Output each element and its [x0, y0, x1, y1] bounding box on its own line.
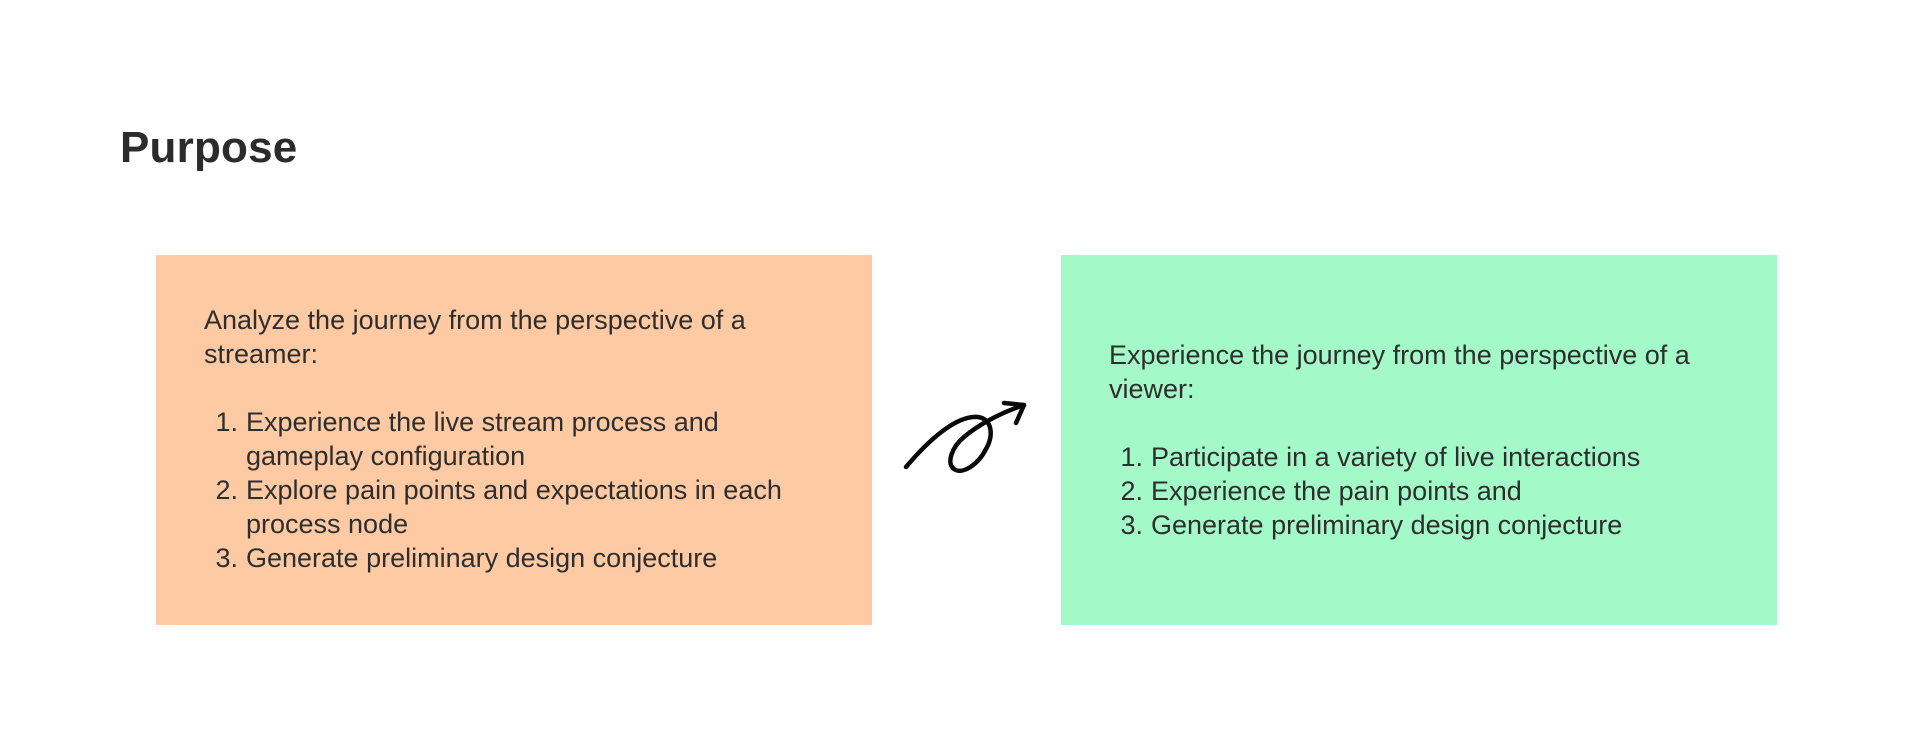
streamer-card-intro: Analyze the journey from the perspective… [204, 305, 746, 369]
list-item: 3. Generate preliminary design conjectur… [204, 541, 824, 575]
loop-arrow-icon [900, 395, 1030, 485]
list-item: 2. Explore pain points and expectations … [204, 473, 824, 541]
page-title: Purpose [120, 123, 298, 172]
list-item-number: 3. [215, 543, 238, 573]
streamer-steps-list: 1. Experience the live stream process an… [204, 405, 824, 575]
list-item-number: 3. [1120, 510, 1143, 540]
list-item-text: Generate preliminary design conjecture [246, 543, 718, 573]
list-item-text: Generate preliminary design conjecture [1151, 510, 1623, 540]
list-item-text: Experience the pain points and [1151, 476, 1522, 506]
list-item-number: 2. [1120, 476, 1143, 506]
loop-arrow-stroke [903, 402, 1027, 473]
streamer-perspective-card: Analyze the journey from the perspective… [156, 255, 872, 625]
list-item-number: 1. [215, 407, 238, 437]
viewer-card-intro: Experience the journey from the perspect… [1109, 340, 1690, 404]
list-item-number: 1. [1120, 442, 1143, 472]
loop-arrow-head [1001, 400, 1027, 426]
loop-arrow-svg [903, 400, 1027, 473]
list-item: 2. Experience the pain points and [1109, 474, 1729, 508]
viewer-steps-list: 1. Participate in a variety of live inte… [1109, 440, 1729, 542]
list-item-text: Participate in a variety of live interac… [1151, 442, 1641, 472]
list-item: 3. Generate preliminary design conjectur… [1109, 508, 1729, 542]
list-item-text: Explore pain points and expectations in … [246, 475, 782, 539]
viewer-perspective-card: Experience the journey from the perspect… [1061, 255, 1777, 625]
list-item: 1. Participate in a variety of live inte… [1109, 440, 1729, 474]
list-item-text: Experience the live stream process and g… [246, 407, 719, 471]
list-item-number: 2. [215, 475, 238, 505]
list-item: 1. Experience the live stream process an… [204, 405, 824, 473]
